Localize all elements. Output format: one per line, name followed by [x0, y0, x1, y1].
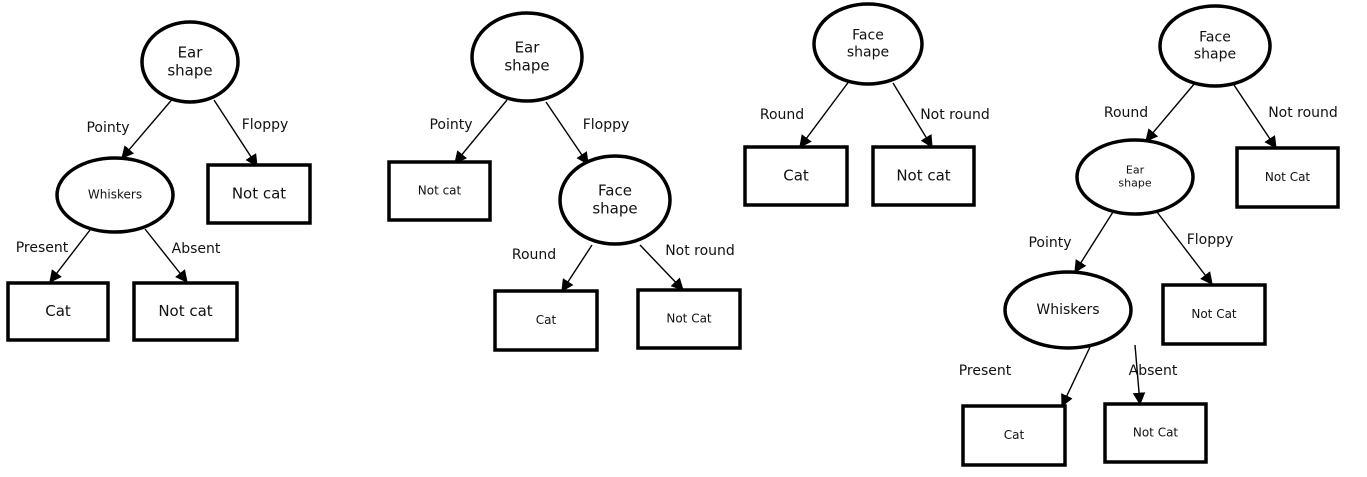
tree-edge-arrow — [1233, 84, 1277, 150]
node-label: Not Cat — [1191, 307, 1237, 321]
node-label: Cat — [45, 302, 71, 320]
leaf-node: Cat — [493, 289, 599, 352]
node-label: shape — [1194, 46, 1236, 62]
node-label: shape — [1118, 177, 1151, 190]
tree-edge-arrow — [454, 99, 508, 164]
leaf-box — [132, 281, 239, 342]
node-label: Cat — [1004, 428, 1025, 442]
leaf-box — [1103, 402, 1208, 464]
node-label: Not cat — [232, 185, 286, 203]
node-label: shape — [592, 200, 637, 218]
edge-label: Floppy — [1187, 232, 1234, 248]
node-label: Whiskers — [88, 188, 142, 202]
edge-label: Floppy — [242, 117, 289, 133]
edge-label: Not round — [920, 107, 990, 123]
leaf-box — [743, 145, 849, 207]
decision-ellipse — [140, 20, 240, 104]
leaf-node: Not Cat — [636, 288, 742, 350]
leaf-node: Not Cat — [1161, 283, 1267, 346]
tree-edge-arrow — [799, 79, 851, 149]
edge-label: Round — [1104, 105, 1148, 121]
edge-label: Not round — [665, 243, 735, 259]
leaf-box — [493, 289, 599, 352]
node-label: Face — [1199, 30, 1231, 46]
node-label: Ear — [515, 39, 541, 57]
leaf-box — [1161, 283, 1267, 346]
tree-edge-arrow — [639, 244, 684, 291]
decision-ellipse — [1158, 4, 1272, 88]
decision-ellipse — [1003, 270, 1133, 350]
leaf-box — [636, 288, 742, 350]
leaf-node: Cat — [6, 281, 110, 342]
leaf-node: Not cat — [871, 145, 976, 207]
decision-ellipse — [470, 11, 584, 103]
leaf-node: Not Cat — [1103, 402, 1208, 464]
node-label: Not Cat — [1133, 426, 1179, 440]
leaf-box — [6, 281, 110, 342]
tree-edge-arrow — [213, 99, 258, 168]
leaf-box — [961, 404, 1067, 467]
leaf-node: Not cat — [132, 281, 239, 342]
edge-label: Pointy — [429, 117, 472, 133]
edge-label: Pointy — [86, 120, 129, 136]
node-label: Not cat — [896, 167, 950, 185]
tree-edge-arrow — [1074, 211, 1114, 274]
edge-label: Floppy — [583, 117, 630, 133]
edge-label: Absent — [1129, 363, 1178, 379]
tree-edge-arrow — [892, 82, 933, 149]
node-label: Not Cat — [666, 312, 712, 326]
node-label: Ear — [178, 44, 204, 62]
node-label: shape — [504, 57, 549, 75]
node-label: shape — [847, 44, 889, 60]
node-label: Cat — [536, 313, 557, 327]
decision-node: Whiskers — [1003, 270, 1133, 350]
leaf-box — [206, 163, 312, 225]
node-label: Whiskers — [1036, 302, 1099, 318]
tree-edge-arrow — [1145, 82, 1196, 142]
leaf-node: Cat — [743, 145, 849, 207]
decision-ellipse — [55, 156, 175, 234]
decision-ellipse — [558, 154, 672, 246]
node-label: Not cat — [158, 302, 212, 320]
edge-label: Pointy — [1028, 235, 1071, 251]
decision-node: Whiskers — [55, 156, 175, 234]
leaf-node: Not cat — [387, 160, 492, 222]
tree-edge-arrow — [144, 228, 188, 283]
node-label: shape — [167, 62, 212, 80]
node-label: Ear — [1126, 163, 1145, 176]
leaf-box — [871, 145, 976, 207]
edge-label: Round — [760, 107, 804, 123]
leaf-node: Cat — [961, 404, 1067, 467]
decision-ellipse — [812, 2, 924, 86]
edge-label: Present — [959, 363, 1012, 379]
tree-edge-arrow — [545, 101, 589, 166]
leaf-box — [387, 160, 492, 222]
tree-edge-arrow — [1061, 346, 1091, 408]
node-label: Not cat — [418, 184, 462, 198]
leaf-box — [1235, 146, 1340, 209]
tree-edge-arrow — [1132, 344, 1146, 406]
leaf-node: Not cat — [206, 163, 312, 225]
decision-ellipse — [1075, 138, 1195, 216]
edge-label: Round — [512, 247, 556, 263]
node-label: Cat — [783, 167, 809, 185]
edge-label: Present — [16, 240, 69, 256]
leaf-node: Not Cat — [1235, 146, 1340, 209]
tree-edge-arrow — [561, 244, 593, 293]
tree-edge-arrow — [1156, 211, 1213, 286]
node-label: Face — [852, 28, 884, 44]
tree-edge-arrow — [49, 229, 91, 283]
tree-edge-arrow — [121, 95, 176, 159]
edge-label: Not round — [1268, 105, 1338, 121]
node-label: Face — [598, 182, 632, 200]
node-label: Not Cat — [1265, 170, 1311, 184]
edge-label: Absent — [172, 241, 221, 257]
